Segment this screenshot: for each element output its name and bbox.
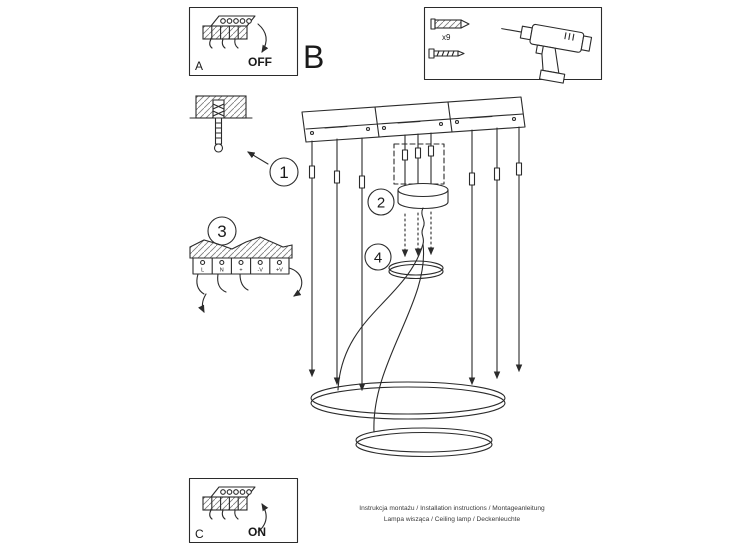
hardware-box: x9 <box>423 6 603 84</box>
screw-icon <box>428 48 465 59</box>
footer-line-2: Lampa wisząca / Ceiling lamp / Deckenleu… <box>384 516 521 523</box>
wire-connector <box>308 165 316 179</box>
step-2-badge: 2 <box>367 188 395 216</box>
toggle-off-arrow-icon <box>257 23 269 53</box>
drill-icon <box>501 23 593 84</box>
wire-connector <box>401 149 409 161</box>
footer-line-1: Instrukcja montażu / Installation instru… <box>359 505 545 512</box>
step-1-number: 1 <box>279 163 288 182</box>
alignment-guides <box>401 211 435 258</box>
wiring-diagram: L N + -V +V <box>189 236 303 313</box>
step-2-number: 2 <box>377 195 385 212</box>
wire-connector <box>468 172 476 186</box>
step-1-badge: 1 <box>269 157 299 187</box>
small-ring <box>355 427 493 458</box>
mounting-plate <box>301 96 526 143</box>
canopy-cables <box>337 207 425 433</box>
wall-plug-icon <box>430 18 470 30</box>
section-label-b: B <box>303 39 324 75</box>
panel-c-label: C <box>195 527 204 541</box>
wire-connector <box>414 147 422 159</box>
step-1-pointer-arrow <box>247 151 269 165</box>
wire-connector <box>515 162 523 176</box>
terminal-label: +V <box>276 268 283 274</box>
toggle-on-arrow-icon <box>257 503 269 533</box>
terminal-label: -V <box>257 268 263 274</box>
step-4-number: 4 <box>374 250 382 267</box>
wire-connector <box>358 175 366 189</box>
off-label: OFF <box>248 55 272 69</box>
canopy <box>397 182 449 210</box>
panel-a-label: A <box>195 59 203 73</box>
terminal-label: L <box>201 268 204 274</box>
step-4-badge: 4 <box>364 243 392 271</box>
step-3-number: 3 <box>217 222 226 241</box>
on-label: ON <box>248 525 266 539</box>
anchor-count: x9 <box>442 33 451 42</box>
terminal-label: + <box>239 268 242 274</box>
wire-connector <box>493 167 501 181</box>
ring-preview <box>388 260 444 280</box>
wire-connector <box>333 170 341 184</box>
wire-connector <box>427 145 435 157</box>
step-3-badge: 3 <box>207 216 237 246</box>
panel-c: C ON <box>188 477 299 544</box>
panel-a: A OFF <box>188 6 299 77</box>
suspension-wires <box>308 126 523 392</box>
ceiling-anchor-drawing <box>189 95 269 165</box>
terminal-label: N <box>220 268 224 274</box>
large-ring <box>310 381 506 420</box>
